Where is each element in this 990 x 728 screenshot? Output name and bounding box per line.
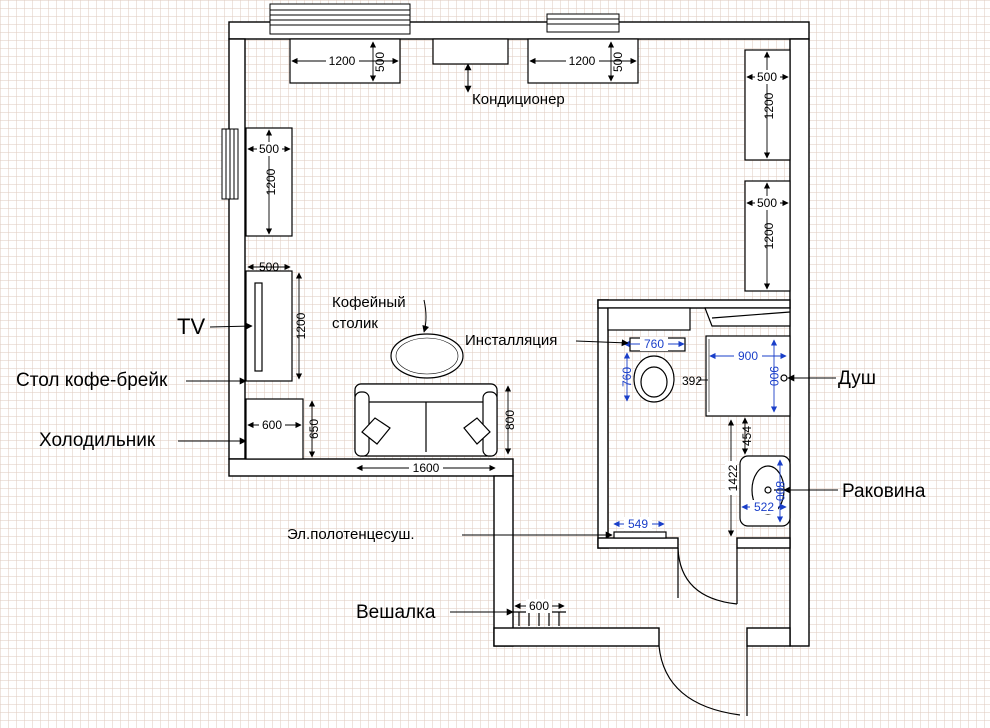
- dim-shower-w: 900: [738, 349, 758, 363]
- dim-right-desk-bottom-w: 500: [757, 196, 777, 210]
- dim-bath-gap: 1422: [726, 464, 740, 491]
- dim-top-desk-left-d: 500: [373, 52, 387, 72]
- windows: [221, 3, 620, 200]
- dim-shower-d: 900: [767, 366, 781, 386]
- dim-left-desk-w: 500: [259, 142, 279, 156]
- dimension-texts: 1200 500 1200 500 500 1200 500 1200 500 …: [257, 52, 787, 613]
- towel-dryer: [613, 531, 667, 539]
- corridor-wall-left: [493, 475, 514, 647]
- window-top-right: [546, 13, 620, 33]
- dim-sofa-w: 1600: [413, 461, 440, 475]
- label-fridge: Холодильник: [39, 430, 156, 451]
- dim-left-desk-l: 1200: [264, 168, 278, 195]
- dim-sofa-d: 800: [503, 410, 517, 430]
- bath-wall-bottom-left: [597, 537, 679, 549]
- label-conditioner: Кондиционер: [472, 91, 565, 108]
- label-hanger: Вешалка: [356, 602, 436, 623]
- walls: [228, 21, 810, 647]
- label-sink: Раковина: [842, 481, 926, 502]
- coffee-table: [390, 333, 464, 379]
- dim-right-desk-top-l: 1200: [762, 92, 776, 119]
- tv-panel: [254, 282, 263, 372]
- dim-sink-d: 800: [773, 481, 787, 501]
- doors: [658, 547, 748, 716]
- dim-towel-w: 549: [628, 517, 648, 531]
- bath-wall-left: [597, 299, 609, 549]
- dim-hanger-w: 600: [529, 599, 549, 613]
- entrance-wall-right: [746, 627, 791, 647]
- label-coffee-break-table: Стол кофе-брейк: [16, 370, 168, 391]
- wall-left: [228, 38, 246, 460]
- dim-fridge-w: 600: [262, 418, 282, 432]
- corridor-wall-bottom: [493, 627, 660, 647]
- hanger: [513, 611, 566, 626]
- dim-toilet-offset: 392: [682, 374, 702, 388]
- dim-coffee-break-l: 1200: [294, 312, 308, 339]
- dim-right-desk-top-w: 500: [757, 70, 777, 84]
- wall-right: [789, 38, 810, 647]
- coffee-break-table: [245, 270, 293, 382]
- dim-top-desk-right-w: 1200: [569, 54, 596, 68]
- dim-fridge-d: 650: [307, 419, 321, 439]
- dim-toilet-d: 760: [620, 367, 634, 387]
- label-tv: TV: [177, 314, 206, 339]
- sofa: [354, 383, 498, 457]
- leader-lines: [178, 63, 838, 616]
- dim-sink-offset: 454: [740, 426, 754, 446]
- window-top-left: [269, 3, 411, 35]
- dim-right-desk-bottom-l: 1200: [762, 222, 776, 249]
- dim-coffee-break-w: 500: [259, 260, 279, 274]
- wall-bottom-left: [228, 458, 514, 477]
- bath-wall-bottom-right: [736, 537, 791, 549]
- dim-sink-w: 522: [754, 500, 774, 514]
- installation-box: [607, 307, 691, 331]
- label-shower: Душ: [838, 368, 877, 389]
- label-installation: Инсталляция: [465, 332, 558, 349]
- dim-top-desk-left-w: 1200: [329, 54, 356, 68]
- dim-top-desk-right-d: 500: [611, 52, 625, 72]
- dim-toilet-w: 760: [644, 337, 664, 351]
- label-towel-dryer: Эл.полотенцесуш.: [287, 526, 415, 543]
- dimension-lines: [247, 41, 789, 610]
- conditioner-unit: [432, 38, 509, 65]
- label-coffee-table: Кофейный столик: [332, 294, 406, 332]
- bath-wall-top: [597, 299, 791, 309]
